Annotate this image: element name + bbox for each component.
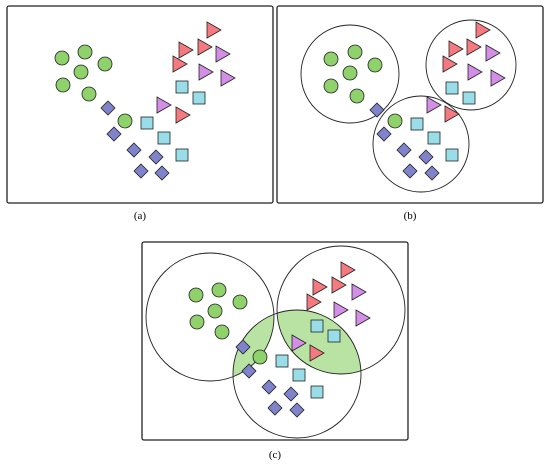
green-circle (347, 44, 363, 60)
red-triangle (312, 278, 328, 296)
purple-diamond (289, 402, 305, 418)
blue-square (327, 329, 341, 343)
red-triangle (206, 21, 222, 39)
blue-square (310, 319, 324, 333)
purple-diamond (376, 126, 392, 142)
cluster-boundary (276, 245, 406, 375)
blue-square (292, 368, 306, 382)
cluster-boundary (300, 24, 400, 124)
green-circle (387, 113, 403, 129)
pink-triangle (215, 45, 231, 63)
pink-triangle (355, 309, 371, 327)
blue-square (140, 116, 154, 130)
cluster-boundary (372, 95, 470, 193)
green-circle (81, 86, 97, 102)
purple-diamond (241, 363, 257, 379)
purple-diamond (154, 165, 170, 181)
blue-square (275, 354, 289, 368)
purple-diamond (402, 163, 418, 179)
pink-triangle (198, 63, 214, 81)
caption-b: (b) (404, 210, 417, 222)
blue-square (410, 117, 424, 131)
blue-square (175, 148, 189, 162)
pink-triangle (485, 44, 501, 62)
red-triangle (442, 55, 458, 73)
green-circle (97, 56, 113, 72)
red-triangle (306, 293, 322, 311)
cluster-boundary (145, 252, 275, 382)
green-circle (214, 324, 230, 340)
cluster-boundary (425, 19, 517, 111)
blue-square (310, 385, 324, 399)
green-circle (189, 314, 205, 330)
red-triangle (340, 261, 356, 279)
red-triangle (197, 38, 213, 56)
pink-triangle (351, 283, 367, 301)
green-circle (54, 50, 70, 66)
purple-diamond (261, 379, 277, 395)
red-triangle (175, 106, 191, 124)
purple-diamond (148, 149, 164, 165)
panel-a: (a) (6, 5, 274, 222)
purple-diamond (424, 165, 440, 181)
purple-diamond (126, 142, 142, 158)
green-circle (342, 65, 358, 81)
red-triangle (448, 40, 464, 58)
pink-triangle (467, 63, 483, 81)
green-circle (188, 287, 204, 303)
purple-diamond (106, 126, 122, 142)
panel-b: (b) (276, 5, 544, 222)
purple-diamond (100, 100, 116, 116)
green-circle (252, 349, 268, 365)
red-triangle (466, 38, 482, 56)
purple-diamond (267, 400, 283, 416)
green-circle (117, 113, 133, 129)
blue-square (175, 80, 189, 94)
panel-b-frame (276, 5, 544, 204)
red-triangle (444, 105, 460, 123)
green-circle (367, 57, 383, 73)
green-circle (55, 77, 71, 93)
red-triangle (331, 276, 347, 294)
blue-square (157, 131, 171, 145)
blue-square (427, 131, 441, 145)
pink-triangle (333, 301, 349, 319)
green-circle (207, 303, 223, 319)
caption-c: (c) (269, 449, 282, 461)
purple-diamond (133, 163, 149, 179)
panel-c: (c) (141, 241, 409, 461)
caption-a: (a) (134, 210, 147, 222)
purple-diamond (369, 102, 385, 118)
green-circle (211, 282, 227, 298)
red-triangle (475, 21, 491, 39)
green-circle (349, 88, 365, 104)
purple-diamond (418, 149, 434, 165)
pink-triangle (490, 69, 506, 87)
blue-square (445, 148, 459, 162)
pink-triangle (291, 334, 307, 352)
pink-triangle (220, 69, 236, 87)
green-circle (323, 51, 339, 67)
blue-square (445, 81, 459, 95)
purple-diamond (396, 142, 412, 158)
green-circle (323, 78, 339, 94)
blue-square (462, 91, 476, 105)
green-circle (73, 64, 89, 80)
purple-diamond (283, 386, 299, 402)
red-triangle (178, 41, 194, 59)
red-triangle (172, 55, 188, 73)
purple-diamond (235, 339, 251, 355)
green-circle (232, 294, 248, 310)
panel-c-frame (141, 241, 409, 441)
blue-square (192, 91, 206, 105)
pink-triangle (156, 96, 172, 114)
panel-a-frame (6, 5, 274, 204)
red-triangle (309, 344, 325, 362)
pink-triangle (426, 96, 442, 114)
green-circle (77, 44, 93, 60)
cluster-boundary (232, 309, 362, 439)
